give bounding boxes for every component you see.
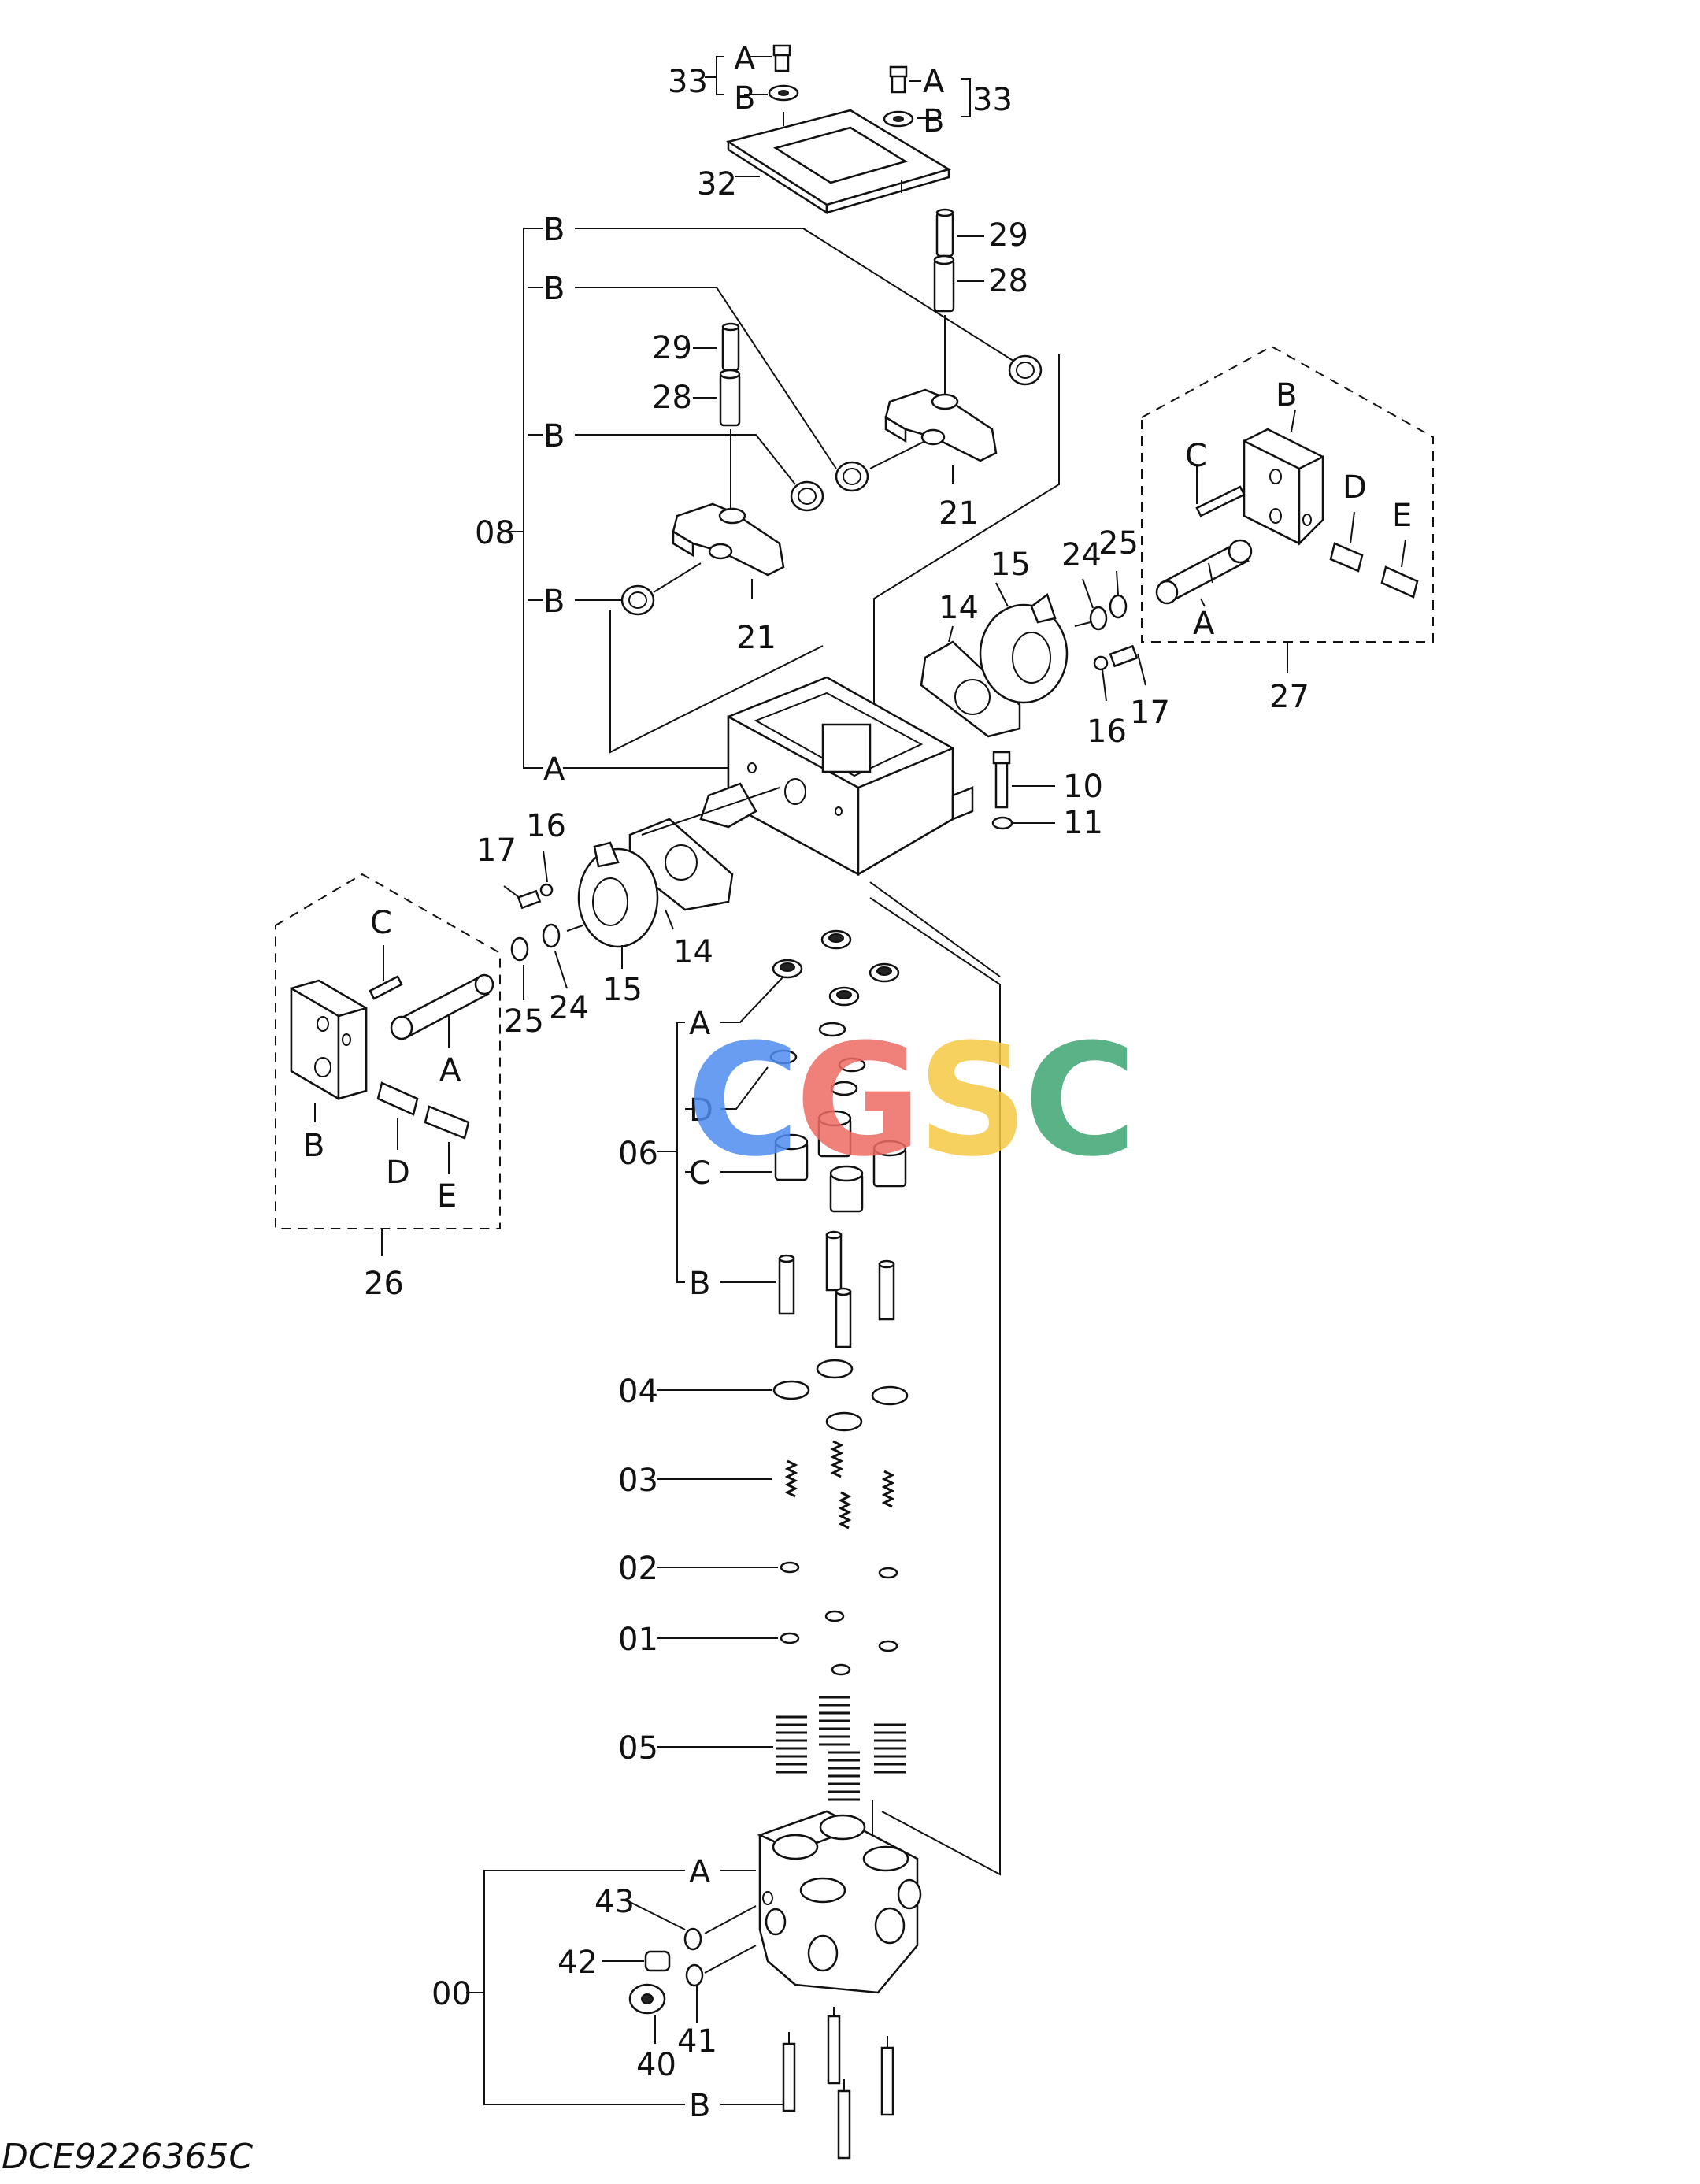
letter-a: A — [689, 1006, 711, 1042]
letter-b: B — [543, 418, 565, 454]
label-10: 10 — [1063, 769, 1103, 805]
label-29-right: 29 — [988, 217, 1028, 254]
label-06: 06 — [618, 1136, 658, 1172]
letter-b: B — [689, 1266, 710, 1302]
shims-02-01 — [657, 1561, 898, 1676]
letter-b: B — [734, 80, 755, 117]
label-24-left: 24 — [549, 990, 589, 1026]
label-42: 42 — [557, 1945, 598, 1981]
label-00: 00 — [431, 1976, 472, 2012]
watermark-letter: C — [1023, 1011, 1137, 1191]
bushings — [609, 354, 1060, 754]
letter-d: D — [1343, 469, 1367, 506]
cover-plate-group — [705, 44, 971, 215]
springs-03 — [657, 1440, 895, 1530]
letter-b: B — [689, 2088, 710, 2124]
label-28-right: 28 — [988, 263, 1028, 299]
pins-right — [933, 208, 984, 394]
label-16-left: 16 — [526, 808, 566, 844]
casing — [563, 676, 1001, 1876]
letter-b: B — [303, 1128, 324, 1164]
letter-d: D — [386, 1155, 410, 1191]
screw-10-washer-11 — [991, 751, 1055, 830]
pins-left — [693, 322, 741, 520]
watermark-letter: G — [794, 1011, 922, 1191]
rocker-arm-left — [672, 502, 785, 599]
cam-right — [920, 570, 1146, 738]
label-17-right: 17 — [1130, 695, 1170, 731]
letter-b: B — [543, 584, 565, 620]
letter-a: A — [1193, 606, 1215, 642]
label-24-right: 24 — [1061, 537, 1102, 573]
label-11: 11 — [1063, 805, 1103, 841]
label-16-right: 16 — [1087, 714, 1127, 750]
letter-a: A — [689, 1854, 711, 1890]
letter-e: E — [437, 1178, 457, 1214]
label-26: 26 — [364, 1266, 404, 1302]
cam-left — [503, 787, 780, 1000]
pushers-b — [778, 1230, 895, 1348]
label-25-left: 25 — [504, 1003, 544, 1040]
label-33-left: 33 — [668, 64, 708, 100]
label-43: 43 — [594, 1884, 635, 1920]
letter-e: E — [1392, 498, 1412, 534]
label-08: 08 — [475, 515, 515, 551]
letter-b: B — [543, 271, 565, 307]
assembly-26 — [275, 873, 501, 1256]
label-27: 27 — [1269, 679, 1309, 715]
label-21-left: 21 — [736, 620, 776, 656]
label-33-right: 33 — [972, 82, 1013, 118]
label-15-left: 15 — [602, 972, 643, 1008]
letter-b: B — [1276, 377, 1297, 413]
watermark-letter: C — [687, 1011, 800, 1191]
label-05: 05 — [618, 1730, 658, 1767]
letter-a: A — [439, 1052, 461, 1088]
watermark-letter: S — [917, 1011, 1028, 1191]
label-04: 04 — [618, 1374, 658, 1410]
label-14-right: 14 — [939, 590, 979, 626]
label-21-right: 21 — [939, 495, 979, 532]
plugs-c — [774, 1110, 907, 1213]
bracket-06 — [657, 976, 784, 1283]
label-28-left: 28 — [652, 380, 692, 416]
letter-a: A — [923, 64, 945, 100]
label-17-left: 17 — [476, 832, 517, 869]
letter-b: B — [543, 212, 565, 248]
letter-a: A — [734, 41, 756, 77]
label-15-right: 15 — [991, 547, 1031, 583]
document-code: DCE9226365C — [2, 2137, 254, 2177]
washers-04 — [657, 1359, 909, 1432]
label-32: 32 — [697, 166, 737, 202]
letter-a: A — [543, 751, 565, 788]
label-02: 02 — [618, 1551, 658, 1587]
label-01: 01 — [618, 1622, 658, 1658]
rocker-arm-right — [884, 388, 998, 484]
label-14-left: 14 — [673, 934, 713, 970]
springs-05 — [657, 1696, 906, 1801]
valve-body — [466, 1800, 922, 2160]
label-41: 41 — [677, 2023, 717, 2060]
label-29-left: 29 — [652, 330, 692, 366]
orings-d — [769, 1022, 866, 1096]
letter-c: C — [1185, 438, 1207, 474]
callout-labels: 33 A B 33 A B 32 29 28 29 28 08 B B B B … — [303, 41, 1412, 2124]
letter-c: C — [689, 1155, 711, 1192]
watermark: CGSC — [687, 1011, 1137, 1191]
label-25-right: 25 — [1098, 525, 1139, 562]
letter-b: B — [923, 103, 944, 139]
assembly-27 — [1141, 345, 1434, 673]
label-03: 03 — [618, 1463, 658, 1499]
letter-d: D — [689, 1092, 713, 1129]
seals — [772, 929, 900, 1007]
letter-c: C — [370, 905, 392, 941]
label-40: 40 — [636, 2047, 676, 2083]
